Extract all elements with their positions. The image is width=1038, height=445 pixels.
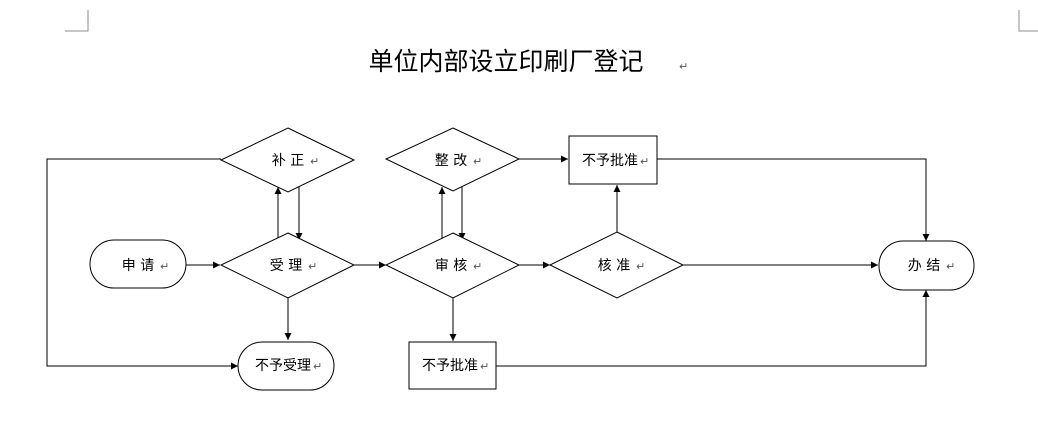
arrow-not-approve-bottom-to-complete bbox=[496, 290, 930, 367]
node-not-approve-top: 不予批准 ↵ bbox=[568, 135, 658, 185]
node-not-accept-label: 不予受理 bbox=[255, 358, 311, 374]
node-rectify-label: 整 改 bbox=[435, 153, 467, 169]
node-accept-label: 受 理 bbox=[270, 258, 302, 274]
node-not-accept: 不予受理 ↵ bbox=[237, 341, 335, 391]
svg-text:↵: ↵ bbox=[160, 260, 169, 273]
svg-text:↵: ↵ bbox=[310, 155, 319, 168]
svg-text:↵: ↵ bbox=[473, 260, 482, 273]
svg-text:↵: ↵ bbox=[636, 260, 645, 273]
node-supplement: 补 正 ↵ bbox=[219, 127, 356, 193]
arrow-supplement-to-not-accept bbox=[46, 158, 238, 370]
document-title: 单位内部设立印刷厂登记 bbox=[368, 47, 643, 76]
node-not-approve-top-label: 不予批准 bbox=[582, 153, 638, 169]
node-accept: 受 理 ↵ bbox=[219, 232, 356, 299]
node-not-approve-bottom-label: 不予批准 bbox=[422, 358, 478, 374]
node-apply-label: 申 请 bbox=[122, 258, 154, 274]
node-rectify: 整 改 ↵ bbox=[384, 127, 521, 192]
svg-text:↵: ↵ bbox=[480, 360, 489, 373]
crop-marks bbox=[65, 10, 1038, 32]
arrow-not-approve-top-to-complete bbox=[657, 158, 930, 241]
node-review-label: 审 核 bbox=[435, 258, 467, 274]
svg-text:↵: ↵ bbox=[313, 360, 322, 373]
connectors bbox=[46, 155, 930, 370]
node-approve-label: 核 准 bbox=[598, 258, 630, 274]
node-not-approve-bottom: 不予批准 ↵ bbox=[408, 341, 497, 390]
node-review: 审 核 ↵ bbox=[384, 232, 521, 299]
node-apply: 申 请 ↵ bbox=[89, 239, 187, 289]
svg-text:↵: ↵ bbox=[308, 260, 317, 273]
svg-text:↵: ↵ bbox=[640, 155, 649, 168]
node-complete: 办 结 ↵ bbox=[878, 240, 975, 291]
node-supplement-label: 补 正 bbox=[272, 153, 304, 169]
node-approve: 核 准 ↵ bbox=[548, 231, 685, 299]
title-paragraph-mark: ↵ bbox=[679, 60, 688, 73]
node-complete-label: 办 结 bbox=[908, 258, 940, 274]
svg-text:↵: ↵ bbox=[473, 155, 482, 168]
svg-text:↵: ↵ bbox=[946, 260, 955, 273]
